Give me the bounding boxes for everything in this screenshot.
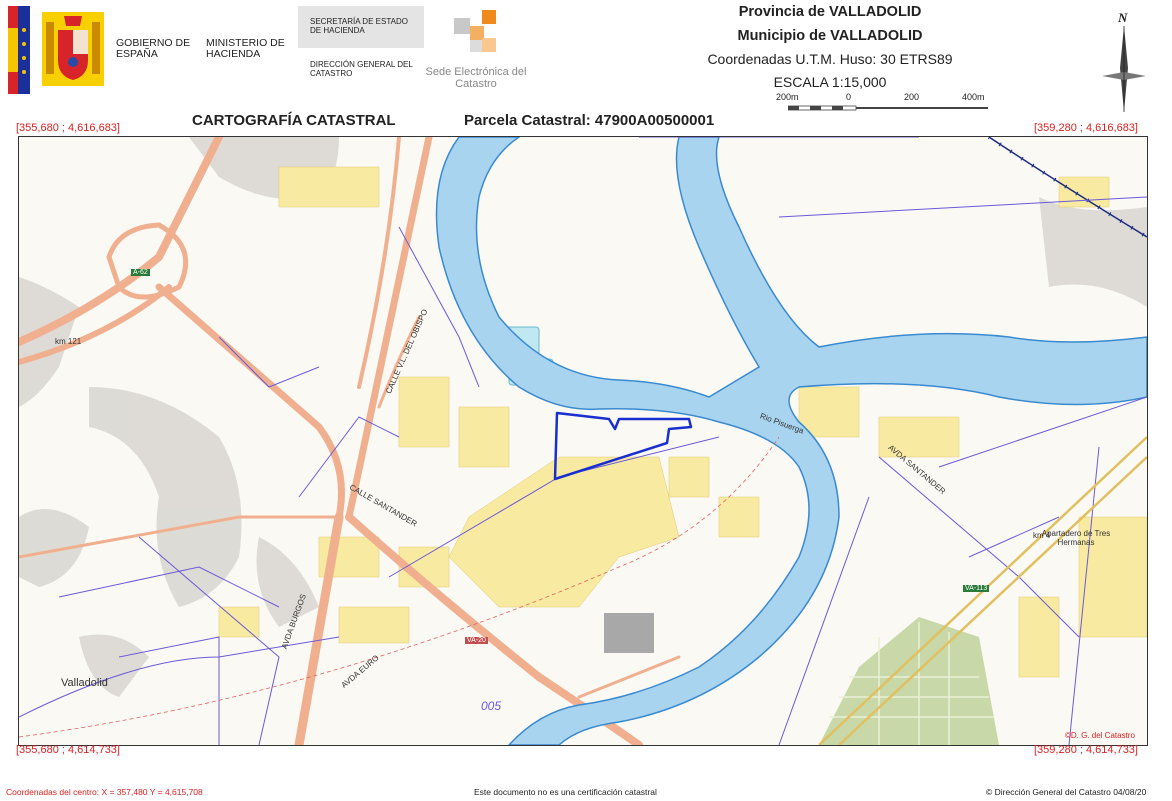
polygon-number-label: 005 — [481, 699, 502, 713]
scale-bar — [788, 105, 988, 111]
road-network — [19, 137, 681, 745]
scale-label: 0 — [846, 92, 852, 102]
scale-label: 400m — [962, 92, 985, 102]
industrial-block — [604, 613, 654, 653]
parcela-title: Parcela Catastral: 47900A00500001 — [464, 112, 715, 129]
corner-coord-top-right: [359,280 ; 4,616,683] — [1034, 122, 1138, 134]
corner-coord-top-left: [355,680 ; 4,616,683] — [16, 122, 120, 134]
provincia-title: Provincia de VALLADOLID — [738, 4, 922, 20]
cadastral-map[interactable]: A-62 km 121 Rio Pisuerga CALLE SANTANDER… — [18, 136, 1148, 746]
coat-of-arms-icon — [42, 12, 104, 86]
terrain-shading — [19, 137, 1147, 697]
road-label-a62: A-62 — [131, 269, 150, 276]
railway — [987, 137, 1147, 239]
scale-label: 200 — [904, 92, 920, 102]
corner-coord-bottom-left: [355,680 ; 4,614,733] — [16, 744, 120, 756]
map-copyright-label: ©D. G. del Catastro — [1065, 731, 1135, 740]
km-label: km 4 — [1033, 531, 1051, 540]
center-coordinates: Coordenadas del centro: X = 357,480 Y = … — [6, 787, 203, 797]
map-canvas — [19, 137, 1147, 745]
corner-coord-bottom-right: [359,280 ; 4,614,733] — [1034, 744, 1138, 756]
coordinate-system: Coordenadas U.T.M. Huso: 30 ETRS89 — [707, 51, 953, 67]
secretaria-box — [298, 6, 424, 48]
municipal-boundary — [19, 436, 780, 738]
road-label-va113: VA-113 — [963, 585, 990, 592]
ministerio-label: MINISTERIO DE HACIENDA — [206, 37, 285, 60]
place-label-valladolid: Valladolid — [61, 677, 108, 689]
scale-text: ESCALA 1:15,000 — [773, 74, 887, 90]
sede-label: Sede Electrónica del Catastro — [425, 66, 527, 90]
scale-label: 200m — [776, 92, 799, 102]
footer-copyright: © Dirección General del Catastro 04/08/2… — [986, 787, 1147, 797]
parcel-outline — [553, 411, 693, 481]
disclaimer: Este documento no es una certificación c… — [474, 787, 657, 797]
compass-rose-icon — [1102, 26, 1146, 112]
cartografia-title: CARTOGRAFÍA CATASTRAL — [192, 112, 396, 129]
secretaria-label: SECRETARÍA DE ESTADO DE HACIENDA — [310, 17, 408, 35]
place-label-apartadero: Apartadero de Tres Hermanas — [1041, 529, 1111, 547]
km-label: km 121 — [55, 337, 82, 346]
road-label-va20: VA-20 — [465, 637, 488, 644]
direccion-label: DIRECCIÓN GENERAL DEL CATASTRO — [310, 60, 413, 78]
gobierno-label: GOBIERNO DE ESPAÑA — [116, 37, 191, 60]
north-arrow: N — [1100, 10, 1148, 114]
municipio-title: Municipio de VALLADOLID — [737, 28, 923, 44]
sede-logo-icon — [454, 10, 496, 52]
building-blocks — [218, 166, 1147, 678]
north-label: N — [1118, 10, 1128, 25]
spain-flag-stripe — [8, 6, 30, 94]
river-pisuerga — [435, 137, 1147, 745]
